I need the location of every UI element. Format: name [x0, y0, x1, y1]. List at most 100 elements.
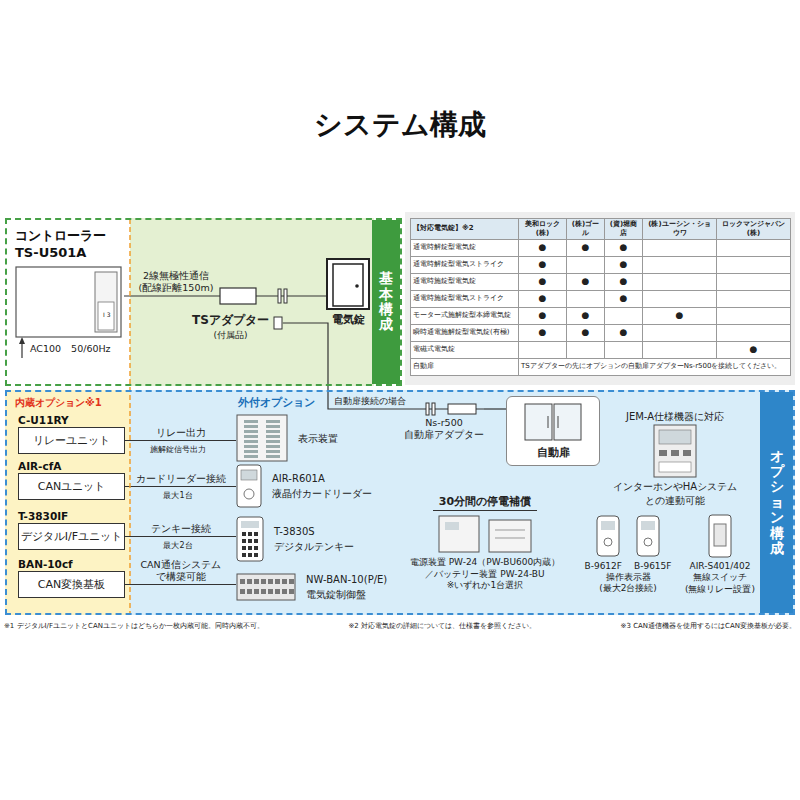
rect-shape	[275, 579, 280, 584]
rect-shape	[248, 553, 252, 557]
circle-shape	[604, 538, 612, 546]
table-cell: TSアダプターの先にオプションの自動扉アダプターNs-r500を接続してください…	[519, 358, 791, 375]
table-text: 瞬時通電施解錠型電気錠(有極)	[413, 328, 516, 337]
section-label: オプション構成	[770, 449, 784, 557]
table-cell	[717, 256, 791, 273]
device-text: 30分間の停電補償	[433, 494, 537, 511]
internal-fill	[5, 390, 130, 615]
unit-name: CAN変換基板	[38, 577, 105, 592]
unit-box: デジタルI/Fユニット	[18, 523, 125, 550]
table-cell	[567, 290, 605, 307]
table-dot: ●	[521, 277, 564, 286]
basic-ground	[5, 218, 402, 386]
table-cell	[605, 341, 643, 358]
rect-shape	[671, 450, 679, 456]
device-text: Ns-r500	[404, 417, 484, 429]
connector	[125, 486, 236, 487]
rect-shape	[266, 425, 280, 428]
adoor-icon	[523, 402, 583, 442]
label: 外付オプション	[238, 395, 315, 410]
rect-shape	[237, 574, 295, 600]
table-cell: ロックマンジャパン(株)	[717, 219, 791, 240]
table-dot: ●	[569, 311, 602, 320]
device-text: JEM-A仕様機器に対応	[626, 410, 724, 424]
node-stack: AIR-S401/402 無線スイッチ (無線リレー設置)	[684, 514, 756, 595]
table-cell: ●	[605, 324, 643, 341]
table-text: (株)ゴール	[569, 220, 602, 238]
rect-shape	[242, 532, 246, 536]
part-note: (付属品)	[192, 329, 269, 342]
device-text: T-3830S	[274, 524, 354, 539]
node-dev: NW-BAN-10(P/E)電気錠制御盤	[236, 572, 387, 602]
table-cell: 通電時解錠型電気ストライク	[411, 256, 519, 273]
ctl-icon	[236, 573, 296, 601]
ns-icon	[404, 401, 484, 417]
table-cell: 通電時施錠型電気ストライク	[411, 290, 519, 307]
node-door: 電気錠	[326, 258, 376, 327]
rect-shape	[244, 425, 258, 428]
rect-shape	[714, 524, 726, 546]
node-ibox: AIR-cfACANユニット	[18, 460, 125, 500]
table-cell: モーター式施解錠型本締電気錠	[411, 307, 519, 324]
rect-shape	[242, 546, 246, 550]
circle-shape	[355, 284, 359, 288]
label: 最大2台	[138, 540, 218, 551]
rect-shape	[266, 455, 280, 458]
rect-shape	[266, 440, 280, 443]
ops-icon	[593, 514, 663, 558]
table-cell: 【対応電気錠】※2	[411, 219, 519, 240]
rect-shape	[244, 435, 258, 438]
footnotes: ※1 デジタルI/FユニットとCANユニットはどちらか一枚内蔵可能。同時内蔵不可…	[4, 621, 796, 631]
table-cell: 電磁式電気錠	[411, 341, 519, 358]
rect-shape	[254, 539, 258, 543]
rect-shape	[244, 450, 258, 453]
table-cell	[717, 290, 791, 307]
power-arrowhead	[19, 337, 25, 344]
table-cell: (株)ゴール	[567, 219, 605, 240]
table-text: (資)堀商店	[607, 220, 640, 238]
node-ns: Ns-r500自動扉アダプター	[404, 401, 484, 442]
connector	[125, 536, 236, 537]
table-cell: 自動扉	[411, 358, 519, 375]
rect-shape	[597, 516, 619, 556]
power-arrow	[21, 343, 22, 358]
table-cell	[643, 341, 717, 358]
line-shape	[558, 416, 559, 428]
table-cell: ●	[605, 239, 643, 256]
internal-divider	[129, 219, 131, 613]
table-text: ロックマンジャパン(株)	[719, 220, 788, 238]
model-number: T-3830IF	[18, 510, 125, 523]
rect-shape	[266, 445, 280, 448]
table-text: 通電時解錠型電気ストライク	[413, 260, 516, 269]
table-text: 通電時解錠型電気錠	[413, 243, 516, 252]
model-row: B-9612FB-9615F	[584, 561, 671, 571]
table-dot: ●	[607, 328, 640, 337]
rect-shape	[659, 462, 691, 472]
unit-box: CAN変換基板	[18, 571, 125, 598]
table-cell: ●	[605, 273, 643, 290]
model-number: B-9615F	[634, 561, 672, 571]
text-column: 表示装置	[298, 431, 338, 446]
rect-shape	[16, 267, 121, 337]
panel-icon	[236, 414, 288, 462]
table-cell: 通電時解錠型電気錠	[411, 239, 519, 256]
table-cell: ●	[605, 256, 643, 273]
table-cell	[717, 324, 791, 341]
table-cell: 瞬時通電施解錠型電気錠(有極)	[411, 324, 519, 341]
device-text: 電気錠制御盤	[306, 587, 387, 602]
rect-shape	[268, 589, 273, 594]
section-heading: 内蔵オプション※1	[15, 396, 130, 410]
rect-shape	[261, 589, 266, 594]
rect-shape	[683, 450, 691, 456]
table-cell: ●	[567, 239, 605, 256]
label: I 3	[103, 311, 111, 318]
node-sub: 内蔵オプション※1C-U11RYリレーユニットAIR-cfACANユニットT-3…	[7, 392, 130, 613]
unit-name: CANユニット	[38, 479, 105, 494]
rect-shape	[244, 420, 258, 423]
table-cell: ●	[567, 324, 605, 341]
device-text: 表示装置	[298, 431, 338, 446]
text-column: TSアダプター(付属品)	[192, 312, 269, 342]
table-cell	[605, 307, 643, 324]
device-name: コントローラー TS-U501A	[15, 228, 119, 262]
unit-name: リレーユニット	[33, 433, 110, 448]
